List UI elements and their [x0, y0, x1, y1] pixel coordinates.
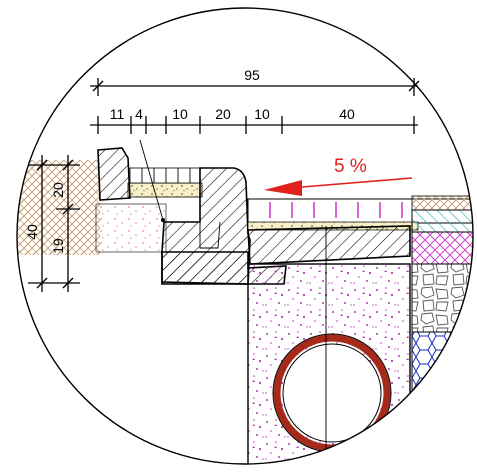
stone-layer [411, 263, 473, 333]
slope-indicator: 5 % [264, 156, 413, 196]
dimension-seg-4: 20 [215, 106, 231, 122]
dimension-seg-2: 4 [135, 106, 143, 122]
dimension-seg-6: 40 [339, 106, 355, 122]
circle-content [17, 147, 473, 464]
lower-layer [411, 391, 473, 464]
slope-arrow-line [289, 177, 413, 189]
dimension-seg-1: 11 [110, 106, 125, 122]
leader-dot [161, 218, 165, 222]
dimension-vertical-19: 19 [50, 238, 66, 254]
dimension-seg-3: 10 [172, 106, 188, 122]
tan-layer [411, 195, 473, 211]
small-curb [97, 147, 131, 201]
segment-dimensions: 11 4 10 20 10 40 [90, 106, 418, 134]
blue-tile-layer [411, 331, 473, 393]
soil-area [17, 160, 100, 255]
dimension-overall: 95 [244, 67, 260, 83]
curb-inner [199, 221, 221, 249]
overall-dimension: 95 [90, 67, 420, 96]
leader-line [139, 139, 164, 221]
drain-pipe-inner [282, 343, 382, 443]
road-markers [269, 202, 403, 218]
cyan-layer [411, 209, 473, 233]
slope-arrow-head [264, 180, 302, 196]
dimension-vertical-20: 20 [50, 182, 66, 198]
road-base-slab [247, 225, 411, 265]
gravel-strip [127, 182, 203, 198]
dimension-vertical-40: 40 [24, 224, 40, 240]
magnifier-circle [16, 7, 474, 465]
vertical-dimensions: 40 20 19 [24, 155, 80, 292]
magenta-tile-layer [411, 231, 473, 265]
paving-top [129, 167, 201, 184]
paving-joints [141, 168, 191, 183]
slope-label: 5 % [334, 156, 367, 177]
dimension-seg-5: 10 [254, 106, 270, 122]
mortar-bed-left [95, 203, 167, 253]
